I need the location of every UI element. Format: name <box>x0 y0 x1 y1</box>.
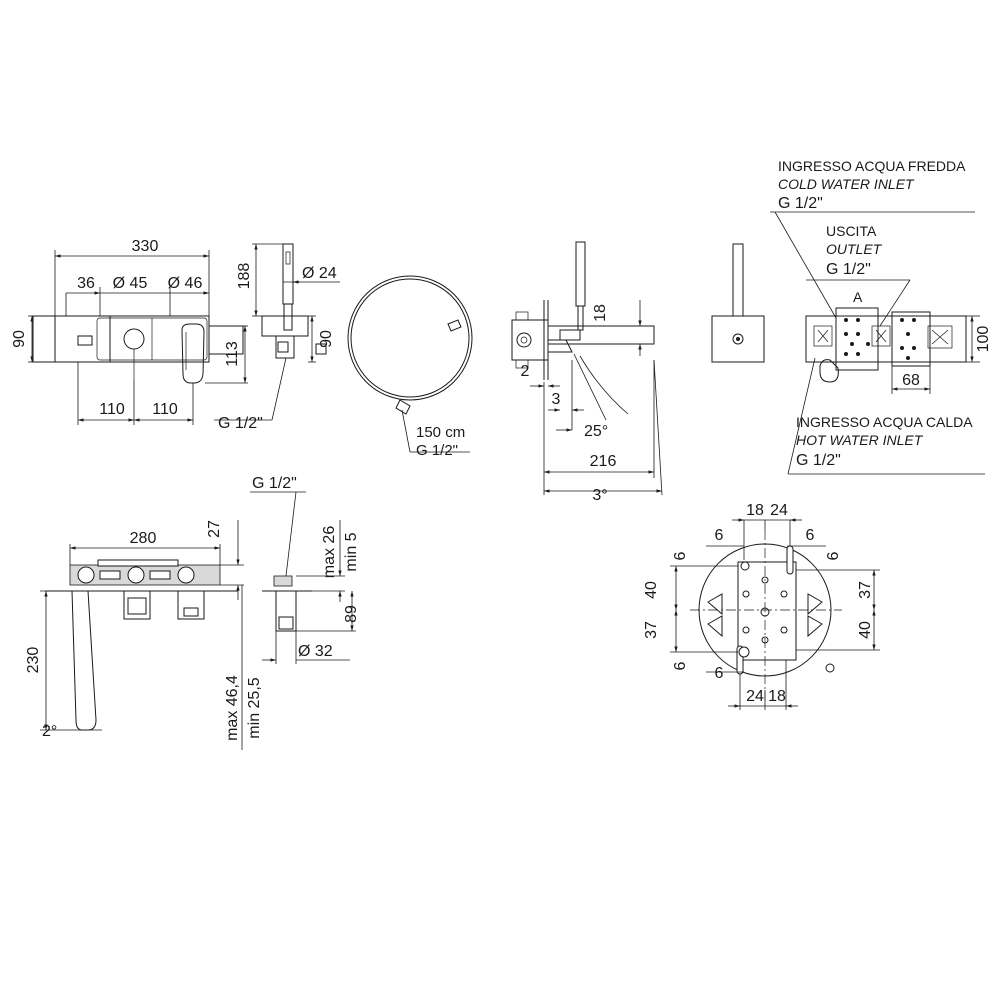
dim-spacing-left: 110 <box>99 401 125 418</box>
hand-shower-base <box>275 335 295 359</box>
dim-install-max46: max 46,4 <box>224 675 241 741</box>
dim-depth-min5: min 5 <box>343 532 360 571</box>
side-spout <box>548 325 655 345</box>
dim-plate-right-37: 37 <box>857 581 874 599</box>
dim-plate-left-6-mid: 6 <box>672 551 689 560</box>
dim-plate-right-6-top: 6 <box>806 527 815 544</box>
dim-diverter-diameter: Ø 45 <box>113 275 148 292</box>
label-cold-inlet-size: G 1/2" <box>778 195 823 212</box>
mixer-lever <box>181 323 205 384</box>
dim-body-spacing: 68 <box>902 372 920 389</box>
dim-side-angle25: 25° <box>584 423 608 440</box>
depth-body <box>275 590 297 632</box>
install-diverter <box>123 590 151 620</box>
dim-plate-left-6-bottom: 6 <box>715 665 724 682</box>
label-cold-inlet-it: INGRESSO ACQUA FREDDA <box>778 158 966 174</box>
hand-shower-view: 188 Ø 24 90 G 1/2" <box>214 243 340 432</box>
front-plate-right <box>208 325 244 355</box>
dim-shower-height: 188 <box>236 263 253 290</box>
label-outlet-en: OUTLET <box>826 241 883 257</box>
box-shower-tube <box>732 243 744 317</box>
front-view: 330 36 Ø 45 Ø 46 90 113 110 110 <box>11 238 248 425</box>
depth-view: G 1/2" max 26 min 5 89 Ø 32 <box>250 475 360 664</box>
body-lever <box>819 359 839 383</box>
dim-body-height: 100 <box>975 326 992 353</box>
dim-spout-length: 216 <box>590 453 617 470</box>
label-outlet-it: USCITA <box>826 223 877 239</box>
label-depth-connection: G 1/2" <box>252 475 297 492</box>
dim-side-3: 3 <box>552 391 561 408</box>
hose-coil-inner <box>350 278 470 398</box>
install-lever <box>177 590 205 620</box>
plate-rect <box>737 561 797 661</box>
hand-shower-outlet <box>77 335 93 346</box>
dim-lever-height: 113 <box>224 341 241 367</box>
dim-holder-size: 90 <box>318 330 335 348</box>
box-front-view <box>711 243 765 363</box>
dim-side-2: 2 <box>521 363 530 380</box>
dim-plate-top-24: 24 <box>770 502 788 519</box>
label-hot-inlet-en: HOT WATER INLET <box>796 432 924 448</box>
label-hot-inlet-size: G 1/2" <box>796 452 841 469</box>
dim-install-27: 27 <box>206 520 223 538</box>
label-hose-connection: G 1/2" <box>416 442 458 459</box>
dim-plate-right-40: 40 <box>857 621 874 639</box>
label-marker-a: A <box>853 289 863 305</box>
dim-shower-diameter: Ø 24 <box>302 265 337 282</box>
dim-plate-left-37: 37 <box>643 621 660 639</box>
holder-square <box>315 343 327 355</box>
dim-left-offset: 36 <box>77 275 95 292</box>
hand-shower-stem <box>283 303 293 331</box>
dim-width-total: 330 <box>132 238 159 255</box>
dim-plate-bottom-18: 18 <box>768 688 786 705</box>
dim-plate-left-6-low: 6 <box>672 661 689 670</box>
box-plate <box>711 315 765 363</box>
dim-depth-89: 89 <box>343 605 360 623</box>
label-cold-inlet-en: COLD WATER INLET <box>778 176 915 192</box>
install-spout <box>71 590 97 731</box>
dim-install-angle: 2° <box>42 723 57 740</box>
dim-plate-right-6-mid: 6 <box>825 551 842 560</box>
label-outlet-size: G 1/2" <box>826 261 871 278</box>
dim-depth-max26: max 26 <box>321 526 338 579</box>
hose-coil-outer <box>347 275 473 401</box>
dim-depth-diameter: Ø 32 <box>298 643 333 660</box>
dim-spacing-right: 110 <box>152 401 178 418</box>
label-shower-connection: G 1/2" <box>218 415 263 432</box>
spout-install-view: 280 27 230 2° max 46,4 min 25,5 <box>25 520 263 750</box>
body-top-view: INGRESSO ACQUA FREDDA COLD WATER INLET G… <box>770 158 992 475</box>
diverter-knob <box>123 328 145 350</box>
hose-view: 150 cm G 1/2" <box>347 275 473 459</box>
hand-shower-holder <box>261 315 309 337</box>
side-shower-handle <box>575 241 586 307</box>
dim-plate-top-18: 18 <box>746 502 764 519</box>
label-hot-inlet-it: INGRESSO ACQUA CALDA <box>796 414 973 430</box>
body-plate <box>805 315 967 363</box>
dim-lever-diameter: Ø 46 <box>168 275 203 292</box>
dim-install-min25: min 25,5 <box>246 677 263 738</box>
dim-height: 90 <box>11 330 28 348</box>
dim-install-height: 230 <box>25 647 42 674</box>
mounting-plate-view: 18 24 6 6 6 6 40 37 37 40 6 6 24 <box>643 502 880 710</box>
dim-side-18: 18 <box>592 304 609 322</box>
dim-plate-left-40: 40 <box>643 581 660 599</box>
front-plate-left <box>32 315 111 363</box>
dim-install-width: 280 <box>130 530 157 547</box>
dim-plate-left-6-top: 6 <box>715 527 724 544</box>
dim-spout-angle: 3° <box>592 487 607 504</box>
hand-shower-handle <box>282 243 294 305</box>
label-hose-length: 150 cm <box>416 424 465 441</box>
dim-plate-bottom-24: 24 <box>746 688 764 705</box>
side-view: 18 2 3 25° 216 3° <box>511 241 663 504</box>
